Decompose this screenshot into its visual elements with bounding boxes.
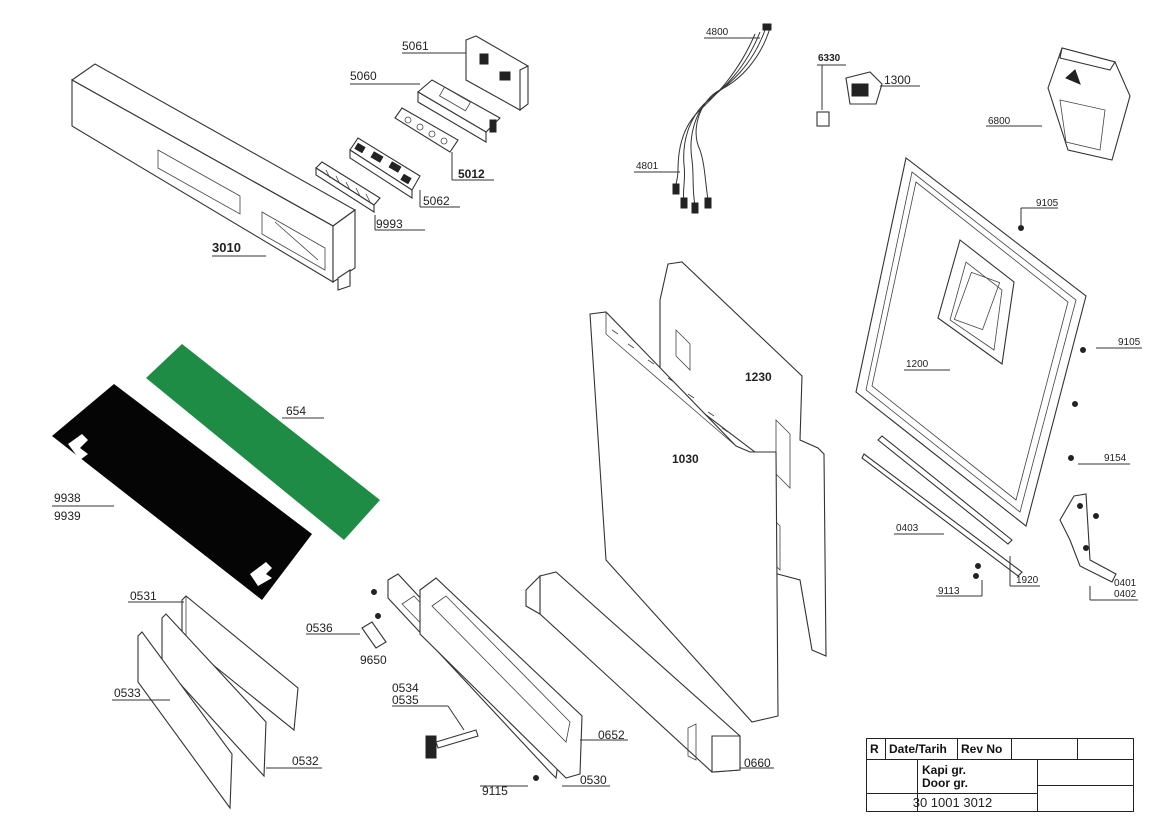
title-block-drawing-code: 30 1001 3012 (867, 793, 1038, 811)
label-9993: 9993 (376, 217, 403, 231)
part-control-panel-3010 (70, 63, 357, 291)
label-0530: 0530 (580, 773, 607, 787)
label-4801: 4801 (636, 161, 659, 172)
screws-9105-9154 (1018, 225, 1086, 461)
label-0534: 0534 (392, 681, 419, 695)
label-9113: 9113 (938, 586, 960, 597)
part-9993 (315, 161, 381, 214)
label-9105-top: 9105 (1036, 198, 1059, 209)
label-1300: 1300 (884, 73, 911, 87)
label-0535: 0535 (392, 693, 419, 707)
part-plinth-0533 (137, 631, 233, 810)
label-0536: 0536 (306, 621, 333, 635)
label-0652: 0652 (598, 728, 625, 742)
label-0401: 0401 (1114, 578, 1137, 589)
part-5012 (394, 107, 459, 153)
label-4800: 4800 (706, 27, 729, 38)
part-hinge-0401 (1059, 493, 1117, 583)
part-outer-door-1030 (589, 311, 779, 723)
title-block: R Date/Tarih Rev No Kapi gr. Door gr. 30… (866, 738, 1134, 812)
part-insulation-654 (146, 344, 380, 540)
label-1200: 1200 (906, 359, 929, 370)
label-5061: 5061 (402, 39, 429, 53)
label-9938: 9938 (54, 491, 81, 505)
label-9105-right: 9105 (1118, 337, 1141, 348)
part-inner-door-1200 (855, 157, 1087, 527)
title-block-left-cell (867, 759, 918, 811)
label-9650: 9650 (360, 653, 387, 667)
label-0533: 0533 (114, 686, 141, 700)
label-654: 654 (286, 404, 306, 418)
title-block-col-rev: Rev No (957, 739, 1011, 759)
title-block-right-upper (1038, 759, 1133, 786)
label-3010: 3010 (212, 240, 241, 255)
label-0402: 0402 (1114, 589, 1137, 600)
part-block-0660 (525, 571, 741, 773)
label-0660: 0660 (744, 756, 771, 770)
title-block-name-cell: Kapi gr. Door gr. (918, 759, 1038, 811)
part-handle-0534 (425, 729, 479, 759)
part-dispenser-6800 (1047, 47, 1131, 161)
label-5012: 5012 (458, 167, 485, 181)
label-1920: 1920 (1016, 575, 1039, 586)
insulation-cutout-left (68, 434, 88, 460)
title-block-col-empty-2 (1077, 739, 1133, 759)
part-seal-0652 (419, 577, 583, 779)
label-0532: 0532 (292, 754, 319, 768)
part-5062-electronic-card (349, 137, 421, 200)
part-door-lock-1300 (816, 71, 883, 127)
label-1030: 1030 (672, 452, 699, 466)
title-block-right-cell (1038, 759, 1133, 811)
label-9939: 9939 (54, 509, 81, 523)
label-5062: 5062 (423, 194, 450, 208)
title-block-col-empty-1 (1011, 739, 1077, 759)
part-plinth-0532 (161, 613, 267, 778)
title-block-name-tr: Kapi gr. (922, 763, 967, 777)
label-6800: 6800 (988, 116, 1011, 127)
label-1230: 1230 (745, 370, 772, 384)
part-cable-harness-4800 (672, 23, 772, 214)
part-clip-9650 (361, 621, 387, 649)
title-block-col-r: R (870, 742, 879, 756)
insulation-cutout-right (250, 562, 272, 586)
title-block-col-date: Date/Tarih (885, 739, 957, 759)
label-0403: 0403 (896, 523, 919, 534)
part-5060 (417, 79, 501, 143)
label-5060: 5060 (350, 69, 377, 83)
part-5061 (465, 35, 529, 112)
label-9115: 9115 (482, 784, 508, 798)
label-6330: 6330 (818, 53, 841, 64)
screws-9113 (973, 563, 981, 579)
label-0531: 0531 (130, 589, 157, 603)
screws-9115 (371, 589, 539, 781)
title-block-name-en: Door gr. (922, 776, 969, 790)
part-strips-0403-1920 (861, 435, 1023, 577)
title-block-header-row: R Date/Tarih Rev No (867, 739, 1133, 760)
label-9154: 9154 (1104, 453, 1127, 464)
part-insulation-9938 (52, 384, 312, 600)
